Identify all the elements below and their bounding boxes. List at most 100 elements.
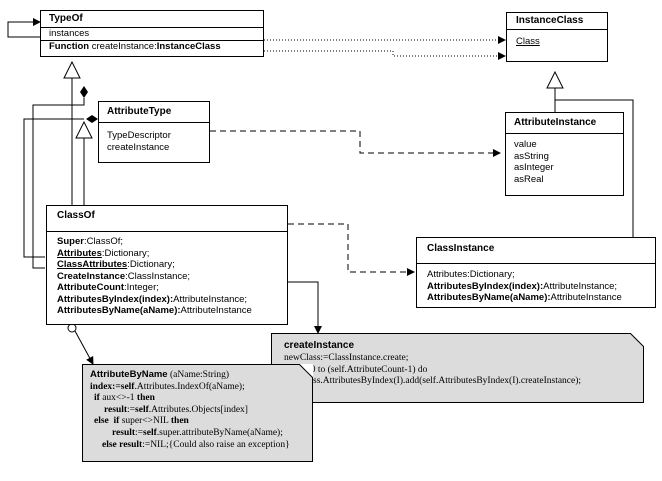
classinstance-generalization [555, 99, 634, 237]
attributetype-attributeinstance-dependency [210, 130, 501, 157]
classof-box: ClassOf Super:ClassOf; Attributes:Dictio… [46, 205, 288, 325]
typeof-operation: Function createInstance:InstanceClass [41, 41, 263, 53]
classof-member-name: AttributesByIndex(index): [57, 293, 174, 305]
code-keyword: then [170, 416, 189, 427]
attributetype-title: AttributeType [99, 102, 209, 123]
code-keyword: self [135, 404, 149, 415]
classof-member: Super:ClassOf; [47, 236, 287, 248]
attributeinstance-item: asReal [514, 173, 544, 185]
code-keyword: else [94, 416, 109, 427]
attributeinstance-item: asString [514, 150, 549, 162]
createinstance-note: createInstance newClass:=ClassInstance.c… [271, 333, 644, 403]
code-text: :=NIL;{Could also raise an exception} [142, 439, 290, 450]
code-keyword: result [104, 404, 128, 415]
attributeinstance-item: value [514, 139, 537, 150]
createinstance-note-line: newClass:=ClassInstance.create; [284, 353, 409, 363]
createinstance-note-title: createInstance [284, 340, 355, 351]
typeof-title-text: TypeOf [49, 13, 83, 24]
typeof-class-box: TypeOf instances Function createInstance… [40, 10, 264, 57]
classof-member: CreateInstance:ClassInstance; [47, 271, 287, 283]
attributes-composition [23, 118, 84, 258]
attributeinstance-title: AttributeInstance [506, 113, 623, 134]
code-text: super<>NIL [121, 416, 171, 427]
typeof-op-type: InstanceClass [156, 40, 221, 52]
code-text: .Attributes.IndexOf(aName); [134, 381, 245, 392]
code-text: := [135, 427, 144, 438]
attributebyname-note-title: AttributeByName (aName:String) [90, 369, 312, 382]
classof-title: ClassOf [47, 206, 287, 232]
classinstance-member: AttributesByIndex(index):AttributeInstan… [417, 281, 655, 293]
classinstance-box: ClassInstance Attributes:Dictionary; Att… [416, 237, 656, 308]
classinstance-member-type: AttributeInstance; [543, 280, 618, 292]
classof-member-type: AttributeInstance [180, 305, 252, 316]
attributetype-item: createInstance [107, 141, 170, 153]
code-keyword: then [136, 393, 155, 404]
instanceclass-title-text: InstanceClass [516, 15, 584, 26]
classof-member: ClassAttributes:Dictionary; [47, 259, 287, 271]
attributebyname-note: AttributeByName (aName:String) index:=se… [82, 364, 313, 462]
classof-member-type: :Dictionary; [127, 259, 175, 270]
attributebyname-note-line: result:=self.super.attributeByName(aName… [90, 428, 312, 440]
generalization-triangle-attributetype [75, 120, 93, 139]
classof-member-type: :Integer; [124, 282, 159, 293]
createinstance-note-line: newClass.AttributesByIndex(I).add(self.A… [284, 376, 582, 387]
code-keyword: if [113, 416, 120, 427]
typeof-instanceclass-dependency-2 [264, 50, 506, 60]
classof-member-type: :ClassInstance; [125, 270, 191, 282]
classof-member: Attributes:Dictionary; [47, 248, 287, 260]
classof-member-name: ClassAttributes [57, 259, 128, 270]
attributebyname-note-line: if aux<>-1 then [90, 393, 312, 405]
classof-title-text: ClassOf [57, 210, 95, 221]
classof-member: AttributeCount:Integer; [47, 282, 287, 294]
attributeinstance-item: asInteger [514, 162, 554, 173]
classof-member-name: AttributesByName(aName): [57, 305, 181, 316]
classinstance-member-name: AttributesByIndex(index): [427, 280, 544, 292]
code-keyword: result [112, 427, 136, 438]
code-text: aux<>-1 [99, 393, 137, 404]
code-keyword: result [119, 439, 143, 450]
attributetype-box: AttributeType TypeDescriptor createInsta… [98, 101, 210, 163]
code-keyword: else [102, 439, 117, 450]
attributebyname-note-line: else if super<>NIL then [90, 416, 312, 428]
typeof-self-arrowhead [33, 18, 41, 26]
classof-member-name: CreateInstance [57, 270, 126, 282]
attributebyname-note-line: else result:=NIL;{Could also raise an ex… [90, 440, 312, 452]
instanceclass-title: InstanceClass [507, 13, 607, 30]
code-keyword: index:=self [90, 381, 135, 392]
classattributes-composition [32, 98, 85, 269]
composition-diamond-attributes [86, 115, 98, 123]
code-keyword: self [143, 427, 157, 438]
classinstance-member-name: AttributesByName(aName): [427, 292, 551, 303]
code-text: .Attributes.Objects[index] [148, 404, 248, 415]
attributeinstance-title-text: AttributeInstance [514, 117, 597, 128]
classof-member: AttributesByIndex(index):AttributeInstan… [47, 294, 287, 306]
note-corner-fold [299, 364, 313, 378]
classinstance-member: AttributesByName(aName):AttributeInstanc… [417, 292, 655, 304]
classof-member: AttributesByName(aName):AttributeInstanc… [47, 305, 287, 317]
typeof-title: TypeOf [41, 11, 263, 28]
attributeinstance-box: AttributeInstance value asString asInteg… [505, 112, 624, 196]
classof-member-type: AttributeInstance; [173, 293, 248, 305]
classof-member-type: :ClassOf; [83, 236, 123, 247]
composition-diamond-classattributes [80, 86, 88, 98]
classinstance-member-type: AttributeInstance [550, 292, 622, 303]
typeof-self-association [7, 21, 40, 38]
classof-member-name: Super [57, 236, 84, 247]
classof-classinstance-dependency [288, 223, 415, 276]
typeof-op-keyword: Function [49, 40, 90, 52]
typeof-op-rest: createInstance: [89, 40, 157, 52]
attributetype-item: TypeDescriptor [107, 130, 171, 141]
attributebyname-params: (aName:String) [167, 370, 230, 380]
attributetype-title-text: AttributeType [107, 106, 172, 117]
classof-member-type: :Dictionary; [101, 247, 150, 259]
code-keyword: if [94, 393, 100, 404]
classinstance-title-text: ClassInstance [427, 243, 495, 254]
attributebyname-note-line: result:=self.Attributes.Objects[index] [90, 405, 312, 417]
classof-member-name: Attributes [57, 247, 102, 259]
note-corner-fold [630, 333, 644, 347]
attributebyname-anchor [67, 323, 77, 333]
classinstance-attr: Attributes:Dictionary; [427, 269, 515, 280]
instanceclass-box: InstanceClass Class [506, 12, 608, 62]
createinstance-note-line: For I:=0 to (self.AttributeCount-1) do [284, 364, 428, 375]
code-text: := [127, 404, 136, 415]
